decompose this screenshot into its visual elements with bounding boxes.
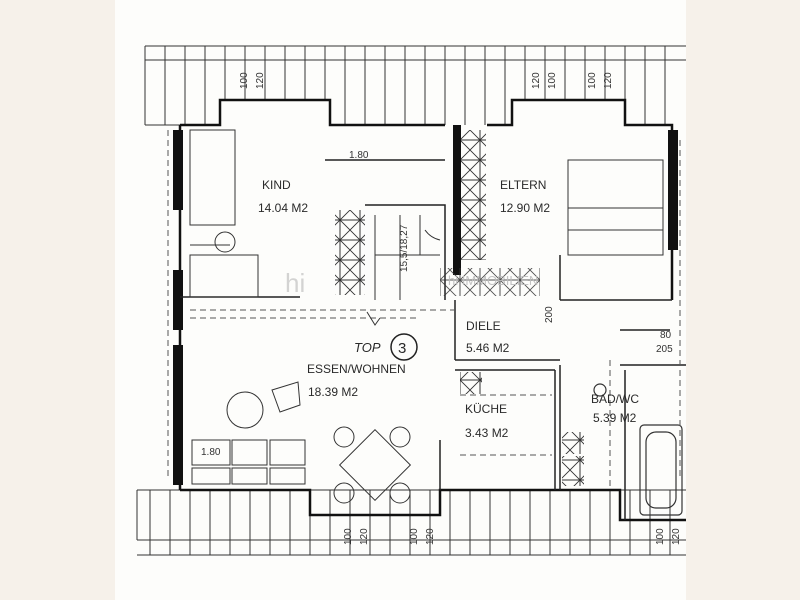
room-bad-name: BAD/WC xyxy=(591,392,639,406)
inner-walls xyxy=(180,159,686,520)
top-number: 3 xyxy=(398,340,406,357)
dim-180-bottom: 1.80 xyxy=(201,447,221,458)
room-diele-area: 5.46 M2 xyxy=(466,341,510,355)
dimension-labels: 1.80 1.80 200 80 205 15,5/18,27 100 120 … xyxy=(201,72,682,545)
dim-120-a: 120 xyxy=(255,72,266,89)
dim-120-d: 120 xyxy=(359,528,370,545)
entry-arrow-icon xyxy=(366,311,381,326)
rafters-bottom-lines xyxy=(149,490,671,555)
dim-100-a: 100 xyxy=(239,72,250,89)
dim-120-e: 120 xyxy=(425,528,436,545)
top-circle xyxy=(390,333,418,361)
furniture-living xyxy=(191,381,412,504)
dim-100-e: 100 xyxy=(409,528,420,545)
room-diele-name: DIELE xyxy=(466,319,501,333)
top-label: TOP xyxy=(354,340,381,355)
room-bad-area: 5.39 M2 xyxy=(593,411,637,425)
room-kind-name: KIND xyxy=(262,178,291,192)
dashed-lines xyxy=(167,130,681,490)
furniture-kind xyxy=(189,129,259,298)
wall-solid-segments xyxy=(173,125,678,485)
room-eltern-area: 12.90 M2 xyxy=(500,201,550,215)
bathtub xyxy=(593,383,683,516)
room-kueche-name: KÜCHE xyxy=(465,402,507,416)
dim-120-f: 120 xyxy=(671,528,682,545)
dim-200: 200 xyxy=(544,306,555,323)
room-essen-name: ESSEN/WOHNEN xyxy=(307,362,406,376)
dim-120-c: 120 xyxy=(603,72,614,89)
left-margin xyxy=(0,0,115,600)
furniture-eltern-bed xyxy=(567,159,664,256)
dim-180-top: 1.80 xyxy=(349,150,369,161)
dim-stair: 15,5/18,27 xyxy=(399,224,410,272)
dim-205: 205 xyxy=(656,344,673,355)
room-kueche-area: 3.43 M2 xyxy=(465,426,509,440)
dim-80: 80 xyxy=(660,330,672,341)
hatched-units xyxy=(460,372,584,486)
watermark-logo: hi xyxy=(285,268,305,298)
room-kind-area: 14.04 M2 xyxy=(258,201,308,215)
stair xyxy=(335,130,540,300)
right-margin xyxy=(686,0,800,600)
rafters-top-lines xyxy=(164,46,666,125)
room-essen-area: 18.39 M2 xyxy=(308,385,358,399)
dim-120-b: 120 xyxy=(531,72,542,89)
dim-100-c: 100 xyxy=(587,72,598,89)
dim-100-d: 100 xyxy=(343,528,354,545)
room-eltern-name: ELTERN xyxy=(500,178,546,192)
roof-rafters-top xyxy=(144,45,686,126)
dim-100-f: 100 xyxy=(655,528,666,545)
dim-100-b: 100 xyxy=(547,72,558,89)
watermark-text: hi IMMOBILIEN xyxy=(448,273,538,288)
